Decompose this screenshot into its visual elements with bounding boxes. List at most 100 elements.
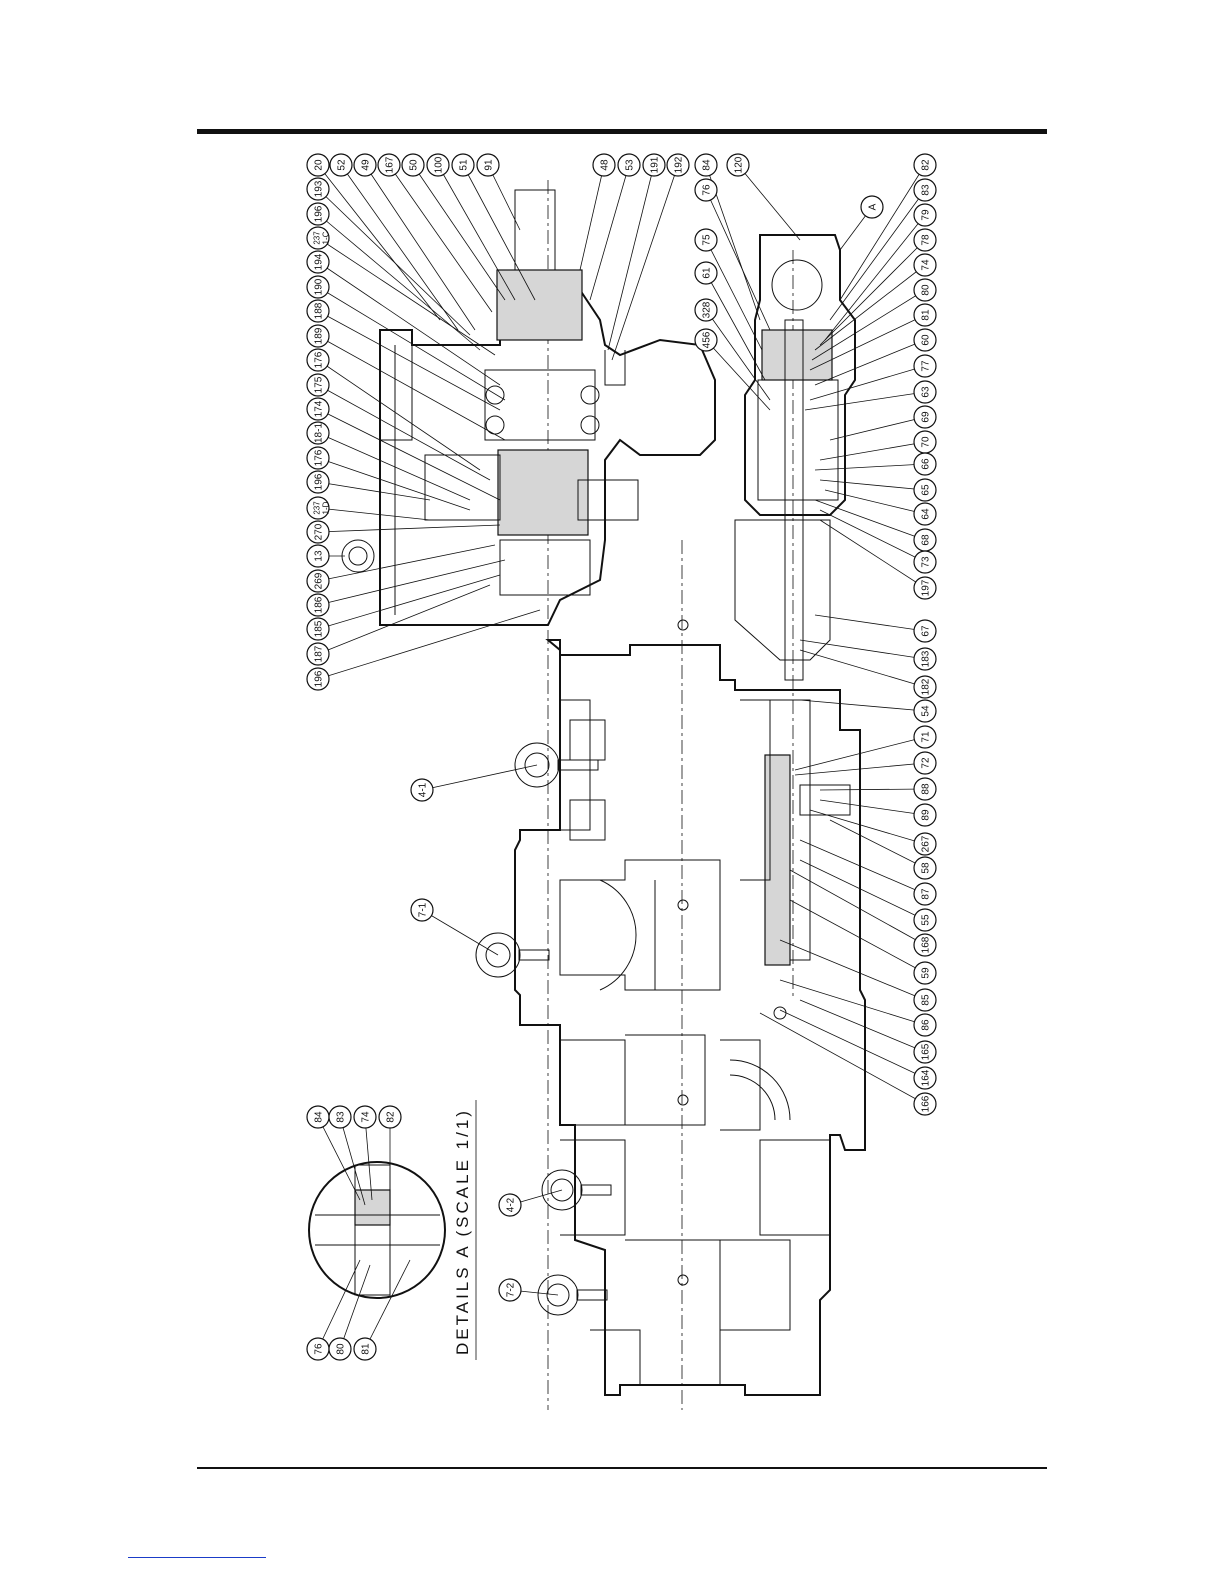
part-balloon-inner_labels: 456 <box>694 328 718 352</box>
part-number-label: 86 <box>921 1019 932 1031</box>
part-balloon-right_labels: 168 <box>913 933 937 957</box>
part-balloon-inner_labels: 61 <box>694 261 718 285</box>
part-balloon-detail_labels: 82 <box>378 1105 402 1129</box>
part-number-label: 75 <box>702 234 713 246</box>
balloon-leader <box>789 899 926 974</box>
part-balloon-right_labels: 63 <box>913 380 937 404</box>
part-number-label: 2371-C <box>313 231 331 245</box>
part-number-label: 174 <box>314 400 325 417</box>
balloon-leader <box>317 1116 361 1201</box>
part-balloon-top_labels: 167 <box>377 153 401 177</box>
part-number-label: 4-1 <box>418 782 429 797</box>
balloon-leader <box>705 272 766 381</box>
balloon-leader <box>829 189 926 321</box>
part-balloon-top_labels: 91 <box>476 153 500 177</box>
part-balloon-upper_left_labels: 190 <box>306 275 330 299</box>
part-balloon-right_labels: 87 <box>913 882 937 906</box>
part-number-label: 58 <box>921 862 932 874</box>
part-number-label: 91 <box>484 159 495 171</box>
part-balloon-upper_left_labels: 175 <box>306 373 330 397</box>
balloon-leader <box>388 164 493 313</box>
part-balloon-right_labels: 69 <box>913 405 937 429</box>
balloon-leader <box>611 164 679 361</box>
part-number-label: 186 <box>314 596 325 613</box>
part-number-label: 164 <box>921 1069 932 1086</box>
part-balloon-right_labels: 85 <box>913 988 937 1012</box>
detail-a-inset <box>308 1100 477 1360</box>
part-balloon-upper_left_labels: 176 <box>306 348 330 372</box>
part-balloon-right_labels: 83 <box>913 178 937 202</box>
part-balloon-right_labels: 74 <box>913 253 937 277</box>
part-number-label: 55 <box>921 914 932 926</box>
part-number-label: 73 <box>921 556 932 568</box>
part-number-label: 82 <box>921 159 932 171</box>
part-balloon-right_labels: 64 <box>913 502 937 526</box>
balloon-leader <box>799 999 926 1053</box>
part-balloon-right_labels: 81 <box>913 303 937 327</box>
balloon-leader <box>819 441 926 461</box>
part-number-label: 84 <box>314 1111 325 1123</box>
part-balloon-right_labels: 166 <box>913 1092 937 1116</box>
pump-casing <box>514 639 866 1396</box>
part-number-label: 83 <box>921 184 932 196</box>
part-number-label: 7-2 <box>506 1282 517 1297</box>
part-balloon-upper_left_labels: 186 <box>306 593 330 617</box>
part-number-label: 53 <box>625 159 636 171</box>
balloon-leader <box>317 1259 361 1350</box>
part-balloon-detail_labels: 74 <box>353 1105 377 1129</box>
part-balloon-detail_labels: 83 <box>328 1105 352 1129</box>
balloon-leader <box>819 519 926 589</box>
balloon-leader <box>794 762 926 776</box>
balloon-leader <box>779 979 926 1026</box>
part-balloon-right_labels: 182 <box>913 675 937 699</box>
part-number-label: 78 <box>921 234 932 246</box>
balloon-leader <box>779 939 926 1001</box>
part-number-label: 175 <box>314 376 325 393</box>
part-balloon-right_labels: 66 <box>913 452 937 476</box>
part-number-label: 59 <box>921 967 932 979</box>
part-number-label: 72 <box>921 757 932 769</box>
balloon-leader <box>317 237 496 356</box>
balloon-leader <box>317 507 431 521</box>
part-balloon-right_labels: 267 <box>913 832 937 856</box>
part-number-label: 120 <box>734 156 745 173</box>
part-balloon-detail_labels: 76 <box>306 1337 330 1361</box>
balloon-leader <box>799 859 926 921</box>
part-balloon-inner_labels: 328 <box>694 298 718 322</box>
part-balloon-upper_left_labels: 174 <box>306 397 330 421</box>
part-number-label: 74 <box>361 1111 372 1123</box>
balloon-leader <box>829 819 926 869</box>
balloon-leader <box>804 391 926 411</box>
balloon-leader <box>705 339 771 411</box>
balloon-leader <box>819 788 926 791</box>
part-balloon-upper_left_labels: 187 <box>306 642 330 666</box>
balloon-leader <box>809 365 926 401</box>
gearbox-housing <box>341 189 716 626</box>
balloon-leader <box>317 609 541 680</box>
balloon-leader <box>759 1012 926 1105</box>
part-number-label: 50 <box>409 159 420 171</box>
part-balloon-right_labels: 71 <box>913 725 937 749</box>
part-number-label: 74 <box>921 259 932 271</box>
balloon-leader <box>317 574 501 630</box>
balloon-leader <box>737 164 801 241</box>
part-balloon-top_labels: 49 <box>353 153 377 177</box>
part-balloon-upper_left_labels: 2371-C <box>306 226 331 250</box>
part-number-label: 269 <box>314 572 325 589</box>
part-number-label: 87 <box>921 888 932 900</box>
part-balloon-upper_left_labels: 194 <box>306 250 330 274</box>
part-number-label: 13 <box>314 550 325 562</box>
balloon-leader <box>317 335 506 441</box>
part-number-label: 82 <box>386 1111 397 1123</box>
balloon-leader <box>317 164 441 321</box>
balloon-leader <box>339 1116 366 1206</box>
pump-rotor-assembly <box>677 234 856 1286</box>
part-number-label: 89 <box>921 809 932 821</box>
part-number-label: 183 <box>921 650 932 667</box>
part-balloon-top_labels: 51 <box>451 153 475 177</box>
balloon-leader <box>819 799 926 816</box>
part-balloon-upper_left_labels: 2371-D <box>306 496 331 520</box>
part-number-label: 185 <box>314 620 325 637</box>
part-balloon-right_labels: 58 <box>913 856 937 880</box>
part-balloon-lifting_labels: 7-1 <box>410 898 434 922</box>
